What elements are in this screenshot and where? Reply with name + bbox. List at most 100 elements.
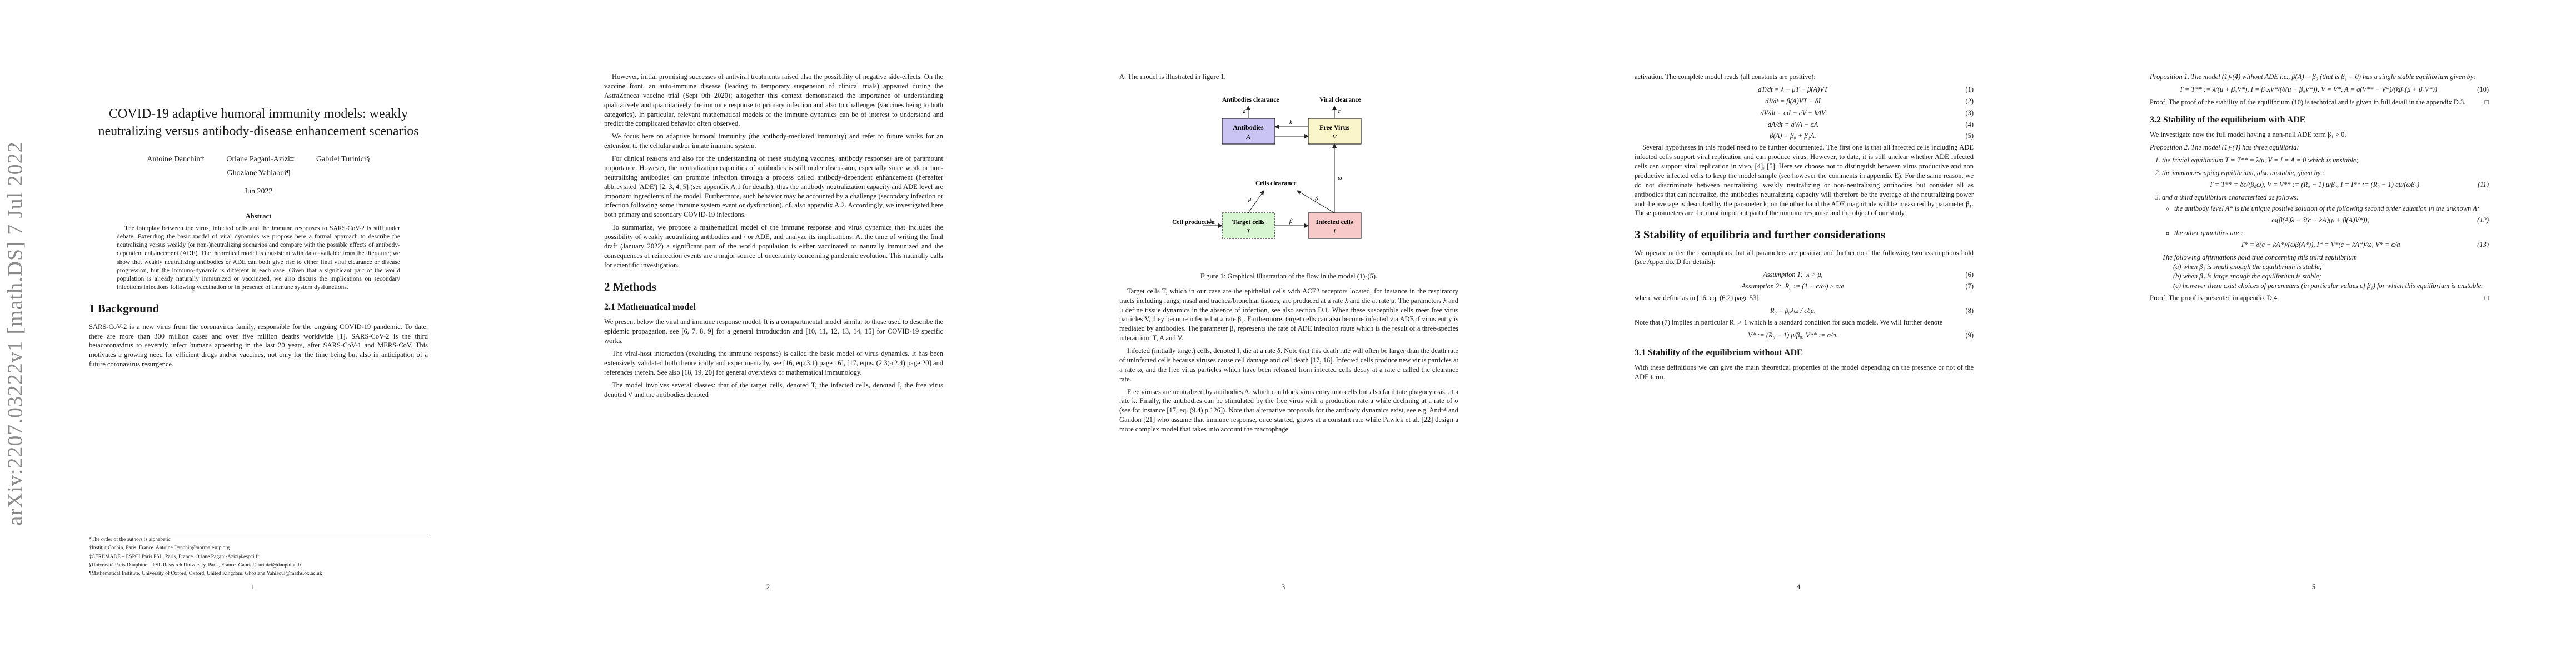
edge-label: μ	[1248, 196, 1252, 202]
equation: ω(β(A)λ − δ(c + kA)(μ + β(A)V*)), (12)	[2174, 216, 2489, 225]
subsection-heading: 3.1 Stability of the equilibrium without…	[1635, 347, 1803, 357]
bullet-list: the antibody level A* is the unique posi…	[2162, 204, 2489, 250]
subsection-heading: 3.2 Stability of the equilibrium with AD…	[2150, 115, 2306, 125]
equation: T = T** := λ/(μ + β₀V*), I = β₀λV*/(δ(μ …	[2150, 85, 2489, 94]
paragraph: activation. The complete model reads (al…	[1635, 73, 1816, 81]
figure-caption: Figure 1: Graphical illustration of the …	[1200, 272, 1378, 280]
edge-label: c	[1338, 108, 1341, 115]
page-4: activation. The complete model reads (al…	[1546, 0, 2051, 667]
footnote: §Université Paris Dauphine – PSL Researc…	[89, 563, 302, 569]
paragraph: However, initial promising successes of …	[604, 73, 943, 128]
equation: β(A) = β₀ + β₁A. (5)	[1635, 131, 1974, 141]
equation-number: (10)	[2477, 85, 2489, 93]
equation: dT/dt = λ − μT − β(A)VT(1)	[1635, 85, 1974, 94]
equation-number: (8)	[1965, 306, 1974, 315]
equation-number: (9)	[1965, 331, 1974, 339]
author: Oriane Pagani-Azizi‡	[226, 155, 294, 164]
equation-body: V* := (R₀ − 1) μ/β₀, V** := σ/a.	[1748, 331, 1838, 339]
equation-body: dA/dt = aVA − σA	[1767, 120, 1818, 128]
list-item-text: the antibody level A* is the unique posi…	[2174, 205, 2479, 213]
author: Ghozlane Yahiaoui¶	[227, 169, 290, 178]
edge-label: β	[1289, 218, 1293, 225]
paragraph: Infected (initially target) cells, denot…	[1119, 347, 1458, 383]
paragraph: We focus here on adaptive humoral immuni…	[604, 132, 943, 150]
antibodies-node	[1222, 118, 1275, 145]
equation-body: dI/dt = β(A)VT − δI	[1765, 97, 1821, 105]
equation: Assumption 1: λ > μ,(6)	[1635, 270, 1974, 280]
edge-label: λ	[1209, 218, 1212, 225]
conditions-intro: The following affirmations hold true con…	[2162, 253, 2357, 261]
page-number: 5	[2311, 583, 2316, 591]
assumption-label: Assumption 2:	[1741, 282, 1782, 291]
paragraph: where we define as in [16, eq. (6.2) pag…	[1635, 294, 1761, 302]
proof-text: Proof. The proof of the stability of the…	[2150, 98, 2466, 106]
page-number: 4	[1796, 583, 1801, 591]
paragraph: The viral-host interaction (excluding th…	[604, 350, 943, 376]
equation: dA/dt = aVA − σA (4)	[1635, 120, 1974, 130]
equation-body: dV/dt = ωI − cV − kAV	[1760, 108, 1826, 117]
page-number: 1	[251, 583, 255, 591]
assumption-label: Assumption 1:	[1763, 271, 1803, 279]
equation: Assumption 2: R₀ := (1 + c/ω) ≥ σ/a(7)	[1635, 282, 1974, 291]
paragraph: For clinical reasons and also for the un…	[604, 155, 943, 219]
equation-body: β(A) = β₀ + β₁A.	[1770, 132, 1816, 140]
paragraph: Note that (7) implies in particular R₀ >…	[1635, 318, 1943, 326]
infected-cells-label: Infected cells	[1316, 218, 1353, 226]
list-item: the other quantities are : T* = δ(c + kA…	[2174, 228, 2489, 250]
equation-number: (12)	[2477, 216, 2489, 225]
footnote: †Institut Cochin, Paris, France. Antoine…	[89, 545, 230, 551]
footnotes: *The order of the authors is alphabetic …	[89, 534, 428, 579]
equation-body: ω(β(A)λ − δ(c + kA)(μ + β(A)V*)),	[2271, 216, 2369, 225]
qed-symbol: □	[2484, 98, 2489, 106]
infected-cells-symbol: I	[1333, 227, 1336, 235]
edge-label: d	[1243, 108, 1246, 115]
equation-number: (7)	[1965, 282, 1974, 291]
edge-infected-clearance	[1297, 190, 1335, 213]
equation-number: (11)	[2478, 180, 2489, 188]
footnote: *The order of the authors is alphabetic	[89, 537, 171, 542]
paragraph: We present below the viral and immune re…	[604, 318, 943, 345]
equation-number: (13)	[2477, 241, 2489, 249]
target-cells-symbol: T	[1247, 227, 1251, 235]
equation: dV/dt = ωI − cV − kAV (3)	[1635, 108, 1974, 118]
free-virus-label: Free Virus	[1319, 123, 1349, 131]
paragraph: To summarize, we propose a mathematical …	[604, 223, 943, 269]
paragraph: With these definitions we can give the m…	[1635, 364, 1974, 381]
flow-diagram-svg: Antibodies A Free Virus V Target cells T…	[1172, 97, 1362, 239]
footnote: ‡CEREMADE – ESPCI Paris PSL, Paris, Fran…	[89, 554, 260, 560]
equation-body: T = T** := λ/(μ + β₀V*), I = β₀λV*/(δ(μ …	[2179, 85, 2437, 93]
paragraph: The model involves several classes: that…	[604, 381, 943, 399]
cells-clearance-label: Cells clearance	[1255, 180, 1297, 187]
equilibria-list: the trivial equilibrium T = T** = λ/μ, V…	[2150, 156, 2489, 291]
equation-body: T* = δ(c + kA*)/(ωβ(A*)), I* = V*(c + kA…	[2240, 241, 2400, 249]
flow-diagram: Antibodies A Free Virus V Target cells T…	[1119, 85, 1458, 268]
equation-body: dT/dt = λ − μT − β(A)VT	[1758, 85, 1828, 93]
paragraph: A. The model is illustrated in figure 1.	[1119, 73, 1226, 81]
section-heading: 2 Methods	[604, 280, 656, 293]
subsection-heading: 2.1 Mathematical model	[604, 302, 696, 312]
paragraph: Free viruses are neutralized by antibodi…	[1119, 387, 1458, 434]
page-2: However, initial promising successes of …	[515, 0, 1021, 667]
qed-symbol: □	[2484, 294, 2489, 302]
equation: T* = δ(c + kA*)/(ωβ(A*)), I* = V*(c + kA…	[2174, 240, 2489, 250]
equation-number: (5)	[1965, 132, 1974, 140]
equation-number: (2)	[1965, 97, 1974, 105]
proof-text: Proof. The proof is presented in appendi…	[2150, 294, 2278, 302]
infected-cells-node	[1308, 212, 1362, 239]
condition: (a) when β₁ is small enough the equilibr…	[2173, 262, 2322, 271]
list-item-text: the immunoescaping equilibrium, also uns…	[2162, 168, 2325, 177]
proof: Proof. The proof is presented in appendi…	[2150, 293, 2489, 303]
page-3: A. The model is illustrated in figure 1.…	[1030, 0, 1536, 667]
paragraph: We investigate now the full model having…	[2150, 131, 2346, 139]
abstract-heading: Abstract	[245, 212, 272, 221]
equation: V* := (R₀ − 1) μ/β₀, V** := σ/a. (9)	[1635, 331, 1974, 340]
equation-number: (3)	[1965, 108, 1974, 117]
paragraph: We operate under the assumptions that al…	[1635, 248, 1974, 266]
list-item-text: the other quantities are :	[2174, 229, 2243, 237]
equation-number: (4)	[1965, 120, 1974, 128]
paper-date: Jun 2022	[244, 187, 273, 196]
page-1: COVID-19 adaptive humoral immunity model…	[0, 0, 506, 667]
proposition: Proposition 1. The model (1)-(4) without…	[2150, 73, 2476, 81]
paragraph: Target cells T, which in our case are th…	[1119, 287, 1458, 342]
viral-clearance-label: Viral clearance	[1319, 97, 1361, 103]
